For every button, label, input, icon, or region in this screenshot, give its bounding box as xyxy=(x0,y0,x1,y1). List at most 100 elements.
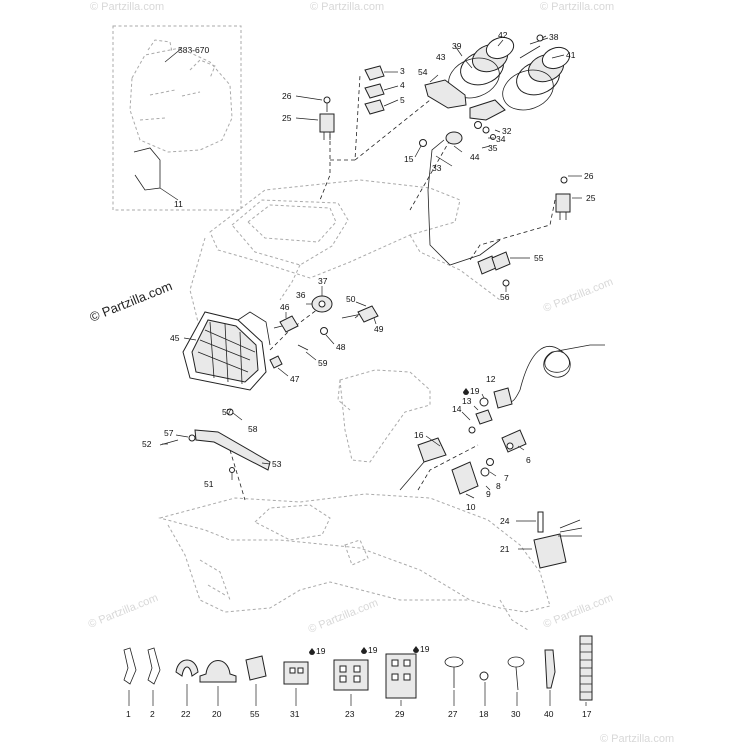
callout-45: 45 xyxy=(170,333,180,343)
callout-56: 56 xyxy=(500,292,510,302)
switches xyxy=(364,65,385,115)
callout-50: 50 xyxy=(346,294,356,304)
callout-29: 29 xyxy=(395,709,405,719)
callout-18: 18 xyxy=(479,709,489,719)
callout-1: 1 xyxy=(126,709,131,719)
callout-2: 2 xyxy=(150,709,155,719)
ignition-parts xyxy=(399,387,527,495)
callout-5: 5 xyxy=(400,95,405,105)
callout-53: 53 xyxy=(272,459,282,469)
callout-36: 36 xyxy=(296,290,306,300)
callout-10: 10 xyxy=(466,502,476,512)
hood-outline xyxy=(189,179,501,346)
callout-25-left: 25 xyxy=(282,113,292,123)
switch-left xyxy=(319,96,335,140)
callout-17: 17 xyxy=(582,709,592,719)
drop-icon xyxy=(413,646,419,653)
callout-26-left: 26 xyxy=(282,91,292,101)
sealant-drop-icons xyxy=(309,388,469,655)
watermark-main: © Partzilla.com xyxy=(88,278,175,325)
callout-31: 31 xyxy=(290,709,300,719)
callout-52: 52 xyxy=(142,439,152,449)
callout-9: 9 xyxy=(486,489,491,499)
callout-48: 48 xyxy=(336,342,346,352)
callout-46: 46 xyxy=(280,302,290,312)
callout-35: 35 xyxy=(488,143,498,153)
callout-59: 59 xyxy=(318,358,328,368)
callout-39: 39 xyxy=(452,41,462,51)
voltage-regulator xyxy=(533,511,583,569)
callout-43: 43 xyxy=(436,52,446,62)
wiring-coil xyxy=(504,344,605,403)
watermark-top-left: © Partzilla.com xyxy=(90,1,164,13)
console-outline xyxy=(337,369,431,463)
gauges xyxy=(448,34,571,111)
callout-25-right: 25 xyxy=(586,193,596,203)
watermark-bottom-left: © Partzilla.com xyxy=(87,592,160,631)
clips-right xyxy=(477,251,511,287)
watermark-top-center: © Partzilla.com xyxy=(310,1,384,13)
watermark-top-right: © Partzilla.com xyxy=(540,1,614,13)
callout-6: 6 xyxy=(526,455,531,465)
drop-icon xyxy=(309,648,315,655)
callout-16: 16 xyxy=(414,430,424,440)
watermark-bottom-corner: © Partzilla.com xyxy=(600,733,674,745)
callout-58: 58 xyxy=(248,424,258,434)
frame-outline xyxy=(158,493,551,631)
callout-47: 47 xyxy=(290,374,300,384)
callout-42: 42 xyxy=(498,30,508,40)
callout-27: 27 xyxy=(448,709,458,719)
callout-12: 12 xyxy=(486,374,496,384)
callout-26-right: 26 xyxy=(584,171,594,181)
callout-leaders xyxy=(162,35,582,550)
inset-part-number: 583-670 xyxy=(178,45,209,55)
speedo-cable xyxy=(419,131,501,266)
headlight xyxy=(182,311,271,391)
callout-55-bottom: 55 xyxy=(250,709,260,719)
callout-41: 41 xyxy=(566,50,576,60)
callout-13: 13 xyxy=(462,396,472,406)
callout-19-connector-2pin: 19 xyxy=(316,646,326,656)
watermarks: © Partzilla.com © Partzilla.com © Partzi… xyxy=(87,1,674,745)
callout-54: 54 xyxy=(418,67,428,77)
callout-11: 11 xyxy=(174,199,183,209)
inset-oil-tank: 583-670 11 xyxy=(112,25,242,211)
callout-23: 23 xyxy=(345,709,355,719)
headlight-adjuster xyxy=(341,305,379,323)
callout-labels: 3 4 5 26 25 54 43 39 42 41 38 32 34 35 4… xyxy=(126,30,596,719)
callout-38: 38 xyxy=(549,32,559,42)
callout-49: 49 xyxy=(374,324,384,334)
callout-44: 44 xyxy=(470,152,480,162)
watermark-right-middle: © Partzilla.com xyxy=(542,276,615,315)
callout-32: 32 xyxy=(502,126,512,136)
callout-19-connector-4pin: 19 xyxy=(368,645,378,655)
gauge-bracket xyxy=(424,79,506,140)
callout-33: 33 xyxy=(432,163,442,173)
callout-15: 15 xyxy=(404,154,414,164)
callout-20: 20 xyxy=(212,709,222,719)
callout-22: 22 xyxy=(181,709,191,719)
callout-30: 30 xyxy=(511,709,521,719)
watermark-bottom-right: © Partzilla.com xyxy=(542,592,615,631)
headlight-bracket xyxy=(159,408,271,473)
switch-right xyxy=(555,176,571,220)
callout-14: 14 xyxy=(452,404,462,414)
callout-34: 34 xyxy=(496,134,506,144)
hardware-row xyxy=(123,635,593,706)
callout-7: 7 xyxy=(504,473,509,483)
callout-3: 3 xyxy=(400,66,405,76)
callout-8: 8 xyxy=(496,481,501,491)
callout-37: 37 xyxy=(318,276,328,286)
callout-24: 24 xyxy=(500,516,510,526)
callout-19-connector-6pin: 19 xyxy=(420,644,430,654)
callout-57-top: 57 xyxy=(222,407,232,417)
callout-4: 4 xyxy=(400,80,405,90)
drop-icon xyxy=(361,647,367,654)
callout-40: 40 xyxy=(544,709,554,719)
callout-51: 51 xyxy=(204,479,214,489)
drop-icon xyxy=(463,388,469,395)
watermark-bottom-center: © Partzilla.com xyxy=(307,597,380,636)
callout-21: 21 xyxy=(500,544,510,554)
callout-57-bottom: 57 xyxy=(164,428,174,438)
